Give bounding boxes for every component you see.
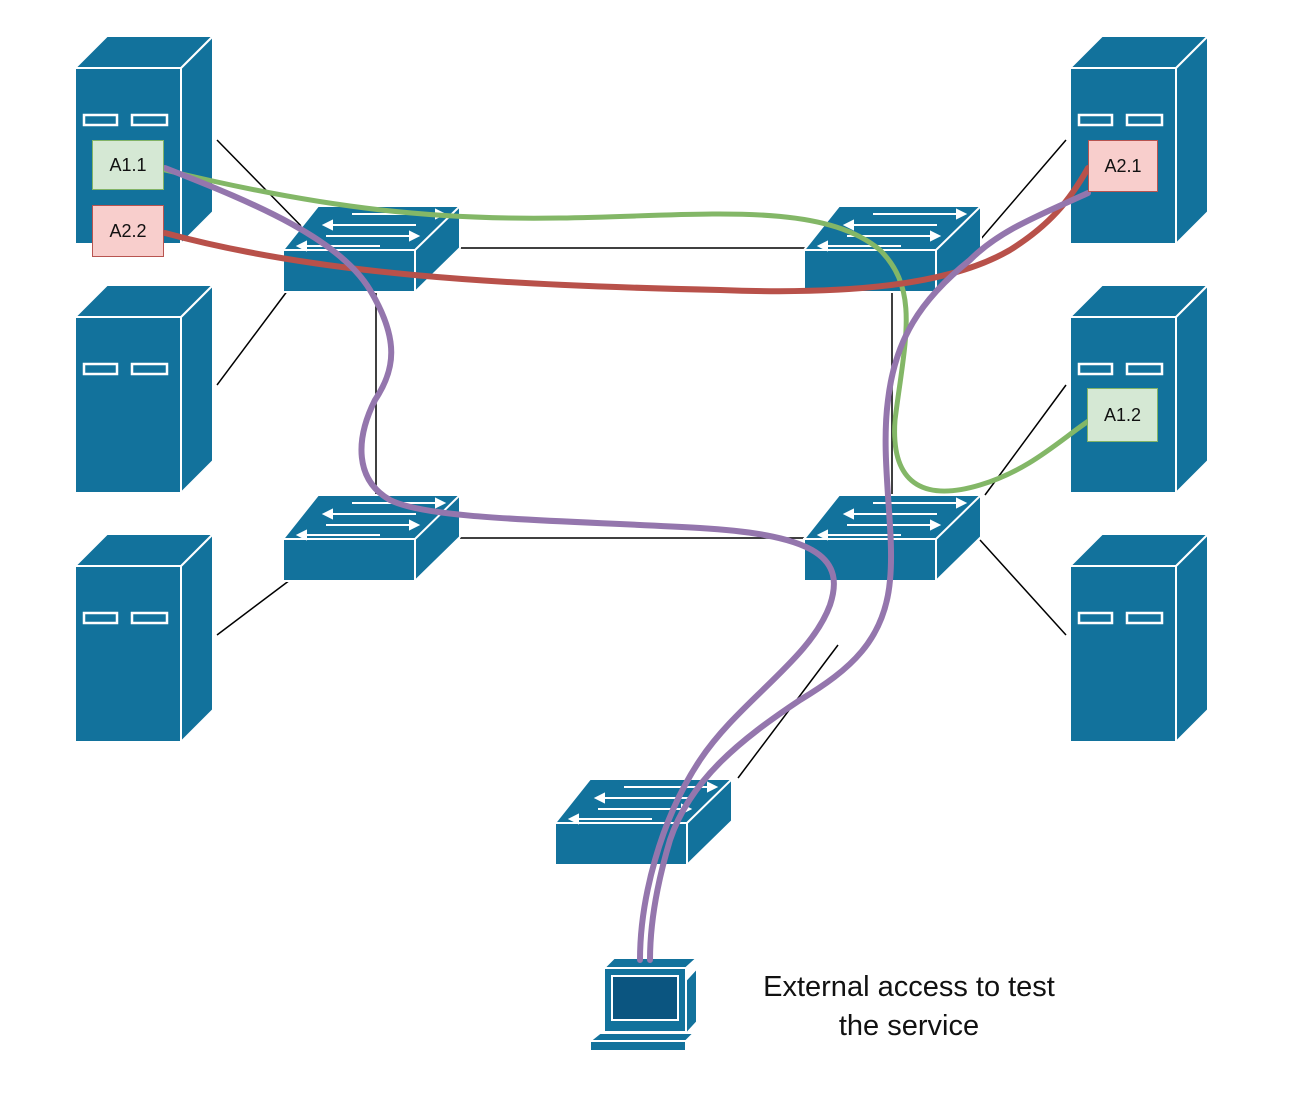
path-a22-to-a21: [162, 165, 1091, 295]
server-bottom-right-icon: [1068, 532, 1210, 744]
server-mid-left-icon: [73, 283, 215, 495]
app-instance-a21-label: A2.1: [1088, 140, 1158, 192]
computer-icon: [587, 957, 700, 1052]
path-a11-to-a12: [162, 167, 1093, 494]
service-paths: [162, 165, 1093, 963]
path-a11-to-client: [162, 165, 837, 963]
app-instance-a12-label: A1.2: [1087, 388, 1158, 442]
app-instance-a22-label: A2.2: [92, 205, 164, 257]
server-bottom-left-icon: [73, 532, 215, 744]
app-instance-a11-label: A1.1: [92, 140, 164, 190]
caption-line-1: External access to test: [763, 971, 1055, 1003]
external-access-caption: External access to test the service: [720, 968, 1098, 1046]
switch-top-right-icon: [803, 205, 982, 293]
switch-external-icon: [554, 778, 733, 866]
switch-bottom-left-icon: [282, 494, 461, 582]
caption-line-2: the service: [838, 1010, 980, 1042]
path-a21-to-client: [647, 190, 1091, 963]
